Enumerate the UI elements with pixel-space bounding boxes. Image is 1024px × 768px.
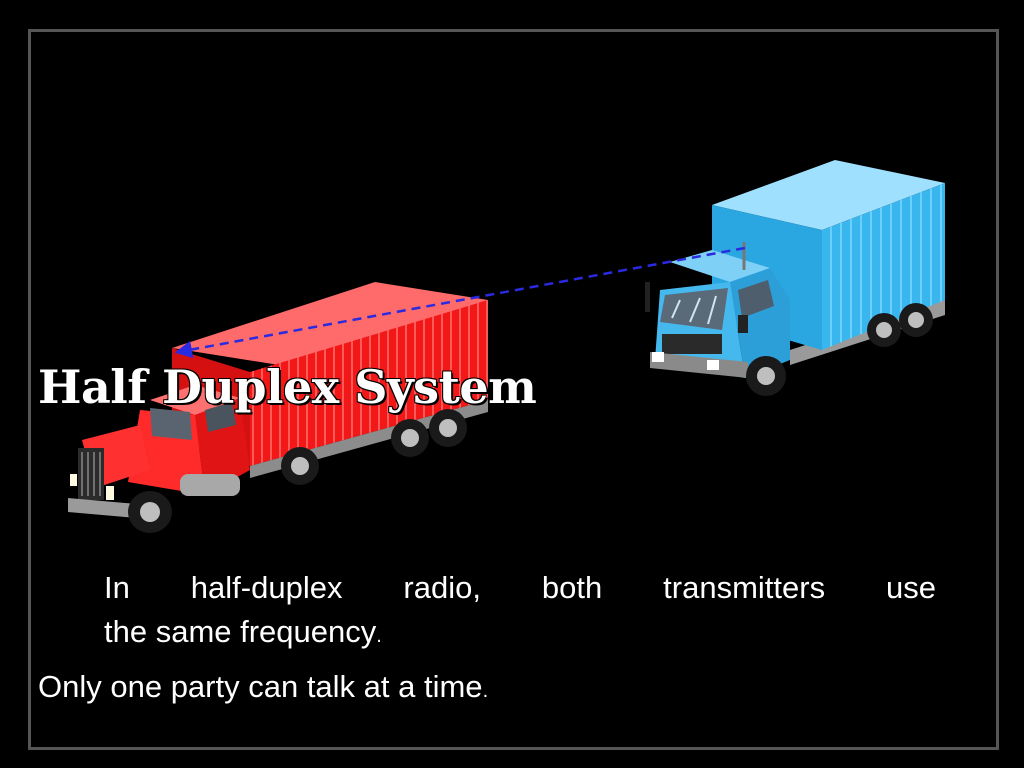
- line-text: Only one party can talk at a time: [38, 669, 483, 704]
- paragraph-half-duplex: In half-duplex radio, both transmitters …: [104, 566, 936, 658]
- slide-frame: [28, 29, 999, 750]
- paragraph-half-duplex-line-2: the same frequency.: [104, 610, 936, 658]
- word: In: [104, 570, 130, 605]
- word: use: [886, 570, 936, 605]
- word: transmitters: [663, 570, 826, 605]
- paragraph-half-duplex-line-1: In half-duplex radio, both transmitters …: [104, 566, 936, 610]
- word: radio,: [403, 570, 481, 605]
- line-text: the same frequency: [104, 614, 377, 649]
- word: both: [541, 570, 603, 605]
- signal-arrow: [174, 246, 746, 359]
- slide-title: Half Duplex System: [38, 360, 537, 414]
- blue-truck-wheels: [746, 303, 933, 396]
- blue-truck: [645, 160, 945, 396]
- period: .: [482, 680, 489, 702]
- period: .: [376, 625, 382, 647]
- word: half-duplex: [190, 570, 343, 605]
- paragraph-one-party: Only one party can talk at a time.: [38, 665, 488, 713]
- red-truck-wheels: [128, 409, 467, 533]
